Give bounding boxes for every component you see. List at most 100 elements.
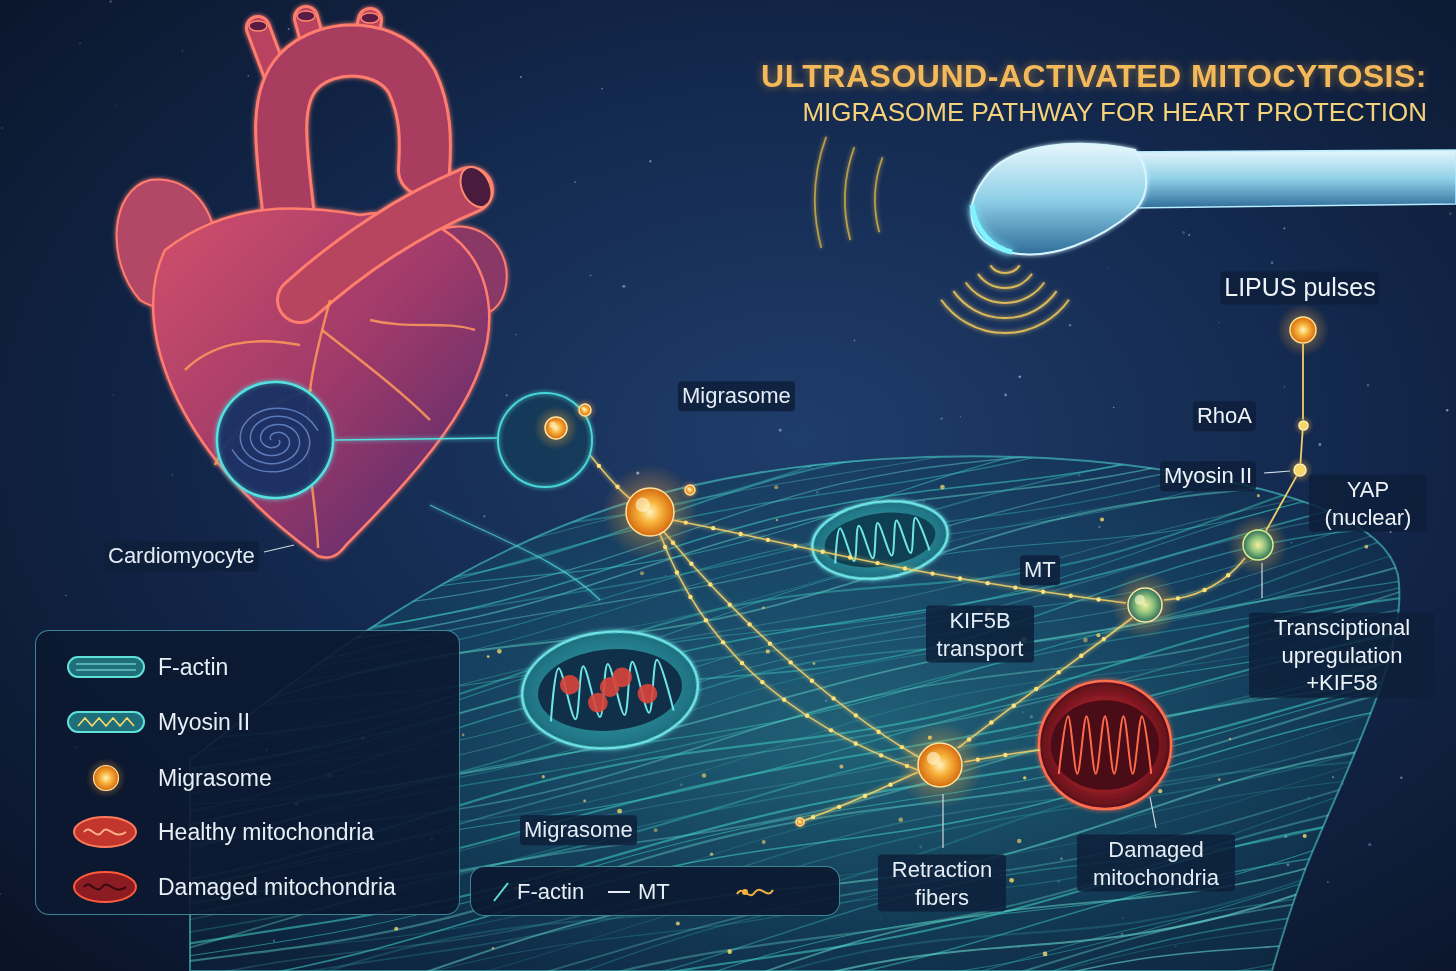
cargo-dot: [958, 576, 962, 580]
link-line: [335, 438, 497, 440]
star: [1318, 443, 1321, 446]
part-label: KIF5B transport: [926, 606, 1034, 663]
swatch-migrasome: [94, 766, 119, 791]
cargo-dot: [1013, 585, 1017, 589]
legend-text: Damaged mitochondria: [158, 873, 396, 902]
myosin-dot: [940, 485, 945, 490]
migrasome-halo: [896, 721, 984, 809]
actin-fiber: [180, 926, 1440, 971]
transport-tracks: [335, 438, 1245, 822]
migrasome-halo: [573, 398, 597, 422]
probe-head: [972, 144, 1147, 255]
legend-swatch: [66, 654, 146, 680]
swatch-fiber: [76, 664, 136, 670]
migrasome-halo: [1111, 571, 1179, 639]
migrasome: [573, 398, 597, 422]
migrasome-body: [626, 488, 674, 536]
star: [113, 394, 114, 395]
myosin-dot: [654, 828, 658, 832]
star: [1284, 386, 1286, 388]
myosin-dot: [462, 734, 465, 737]
leader-line: [1264, 471, 1290, 473]
myosin-dot: [762, 606, 765, 609]
myosin-dot: [617, 809, 622, 814]
cargo-dot: [829, 728, 833, 732]
star: [247, 75, 249, 77]
cristae: [546, 659, 673, 722]
actin-fiber: [180, 926, 1440, 971]
star: [590, 274, 592, 276]
star: [1182, 231, 1185, 234]
migrasome-highlight: [581, 406, 585, 410]
migrasome-highlight: [636, 498, 650, 512]
cargo-dot: [738, 532, 742, 536]
wave-arc: [845, 147, 854, 240]
legend-text: F-actin: [158, 653, 228, 682]
myosin-dot: [1257, 494, 1260, 497]
node-halo: [1276, 303, 1329, 356]
inner-membrane: [1051, 700, 1159, 790]
node-dot: [1293, 463, 1307, 477]
vessel-opening: [249, 21, 267, 31]
star: [1446, 409, 1448, 411]
star: [649, 160, 651, 162]
damage-spot: [559, 674, 580, 695]
cargo-dot: [1003, 753, 1007, 757]
actin-fiber: [180, 915, 1440, 971]
cargo-dot: [1041, 590, 1045, 594]
legend-swatch: [606, 882, 632, 902]
myosin-dot: [272, 581, 276, 585]
track-dots: [597, 464, 1231, 820]
actin-fiber: [180, 334, 1440, 608]
swatch-cristae: [84, 829, 126, 834]
star: [960, 416, 961, 417]
cargo-dot: [782, 698, 786, 702]
star: [1400, 776, 1402, 778]
migrasome-halo: [602, 464, 698, 560]
swatch-pill: [68, 712, 144, 732]
myosin-dot: [1023, 776, 1026, 779]
track-line: [660, 534, 918, 770]
myosin-dot: [1335, 836, 1339, 840]
star: [172, 475, 173, 476]
actin-fiber: [180, 320, 1440, 612]
star: [1283, 227, 1285, 229]
actin-fiber: [180, 289, 1440, 576]
star: [1449, 212, 1451, 214]
legend-text: F-actin: [517, 878, 584, 906]
cargo-dot: [1012, 704, 1016, 708]
star: [1327, 881, 1329, 883]
cargo-dot: [903, 566, 907, 570]
outer-membrane: [517, 625, 702, 756]
heart: [117, 11, 507, 558]
cargo-dot: [766, 538, 770, 542]
part-label: Cardiomyocyte: [104, 541, 259, 571]
star: [116, 105, 117, 106]
myosin-dot: [1096, 633, 1100, 637]
wave-arc: [875, 157, 883, 232]
star: [1069, 324, 1072, 327]
migrasome: [896, 721, 984, 809]
inner-membrane: [535, 643, 686, 736]
cargo-dot: [1102, 637, 1106, 641]
star: [1188, 234, 1190, 236]
node-label: LIPUS pulses: [1220, 271, 1379, 304]
myosin-dot: [766, 649, 770, 653]
myosin-dot: [727, 949, 732, 954]
myosin-dot: [1043, 952, 1048, 957]
star: [1004, 394, 1007, 397]
part-label: Retraction fibers: [878, 855, 1006, 912]
cargo-dot: [854, 713, 858, 717]
myosin-dot: [380, 554, 383, 557]
ultrasound-probe: [972, 144, 1456, 255]
damaged-mitochondrion: [1039, 681, 1171, 809]
damage-spot: [637, 683, 658, 704]
migrasome: [534, 406, 578, 450]
glyph-wave: [737, 890, 773, 895]
star: [1367, 384, 1370, 387]
cargo-dot: [788, 660, 792, 664]
cargo-dot: [1096, 597, 1100, 601]
cargo-dot: [875, 561, 879, 565]
coronary-vessel: [370, 320, 475, 330]
